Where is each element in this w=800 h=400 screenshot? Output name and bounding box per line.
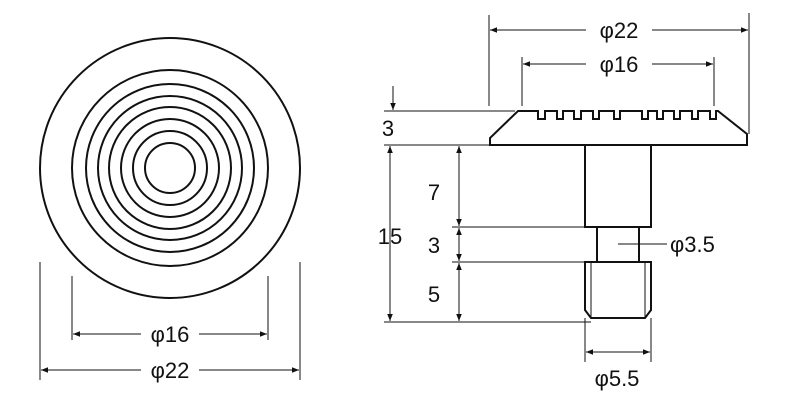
tip-diameter-label: φ5.5 bbox=[595, 366, 640, 391]
tip-length-label: 5 bbox=[428, 282, 440, 307]
front-inner-diameter-label: φ16 bbox=[151, 322, 190, 347]
head-thickness-label: 3 bbox=[382, 116, 394, 141]
head-profile bbox=[489, 110, 748, 146]
front-outer-diameter-label: φ22 bbox=[151, 358, 190, 383]
side-view: φ22 φ16 3 15 7 3 5 φ3.5 φ5.5 bbox=[378, 13, 750, 391]
shank-upper bbox=[584, 144, 652, 228]
side-outer-diameter-label: φ22 bbox=[600, 18, 639, 43]
side-inner-diameter-label: φ16 bbox=[600, 52, 639, 77]
shank-upper-length-label: 7 bbox=[428, 180, 440, 205]
total-height-label: 15 bbox=[378, 224, 402, 249]
neck-diameter-label: φ3.5 bbox=[670, 232, 715, 257]
neck-length-label: 3 bbox=[428, 233, 440, 258]
front-view: φ16 φ22 bbox=[39, 37, 301, 383]
concentric-rings bbox=[71, 69, 269, 267]
outer-rim-circle bbox=[39, 37, 301, 299]
tip bbox=[584, 261, 652, 319]
